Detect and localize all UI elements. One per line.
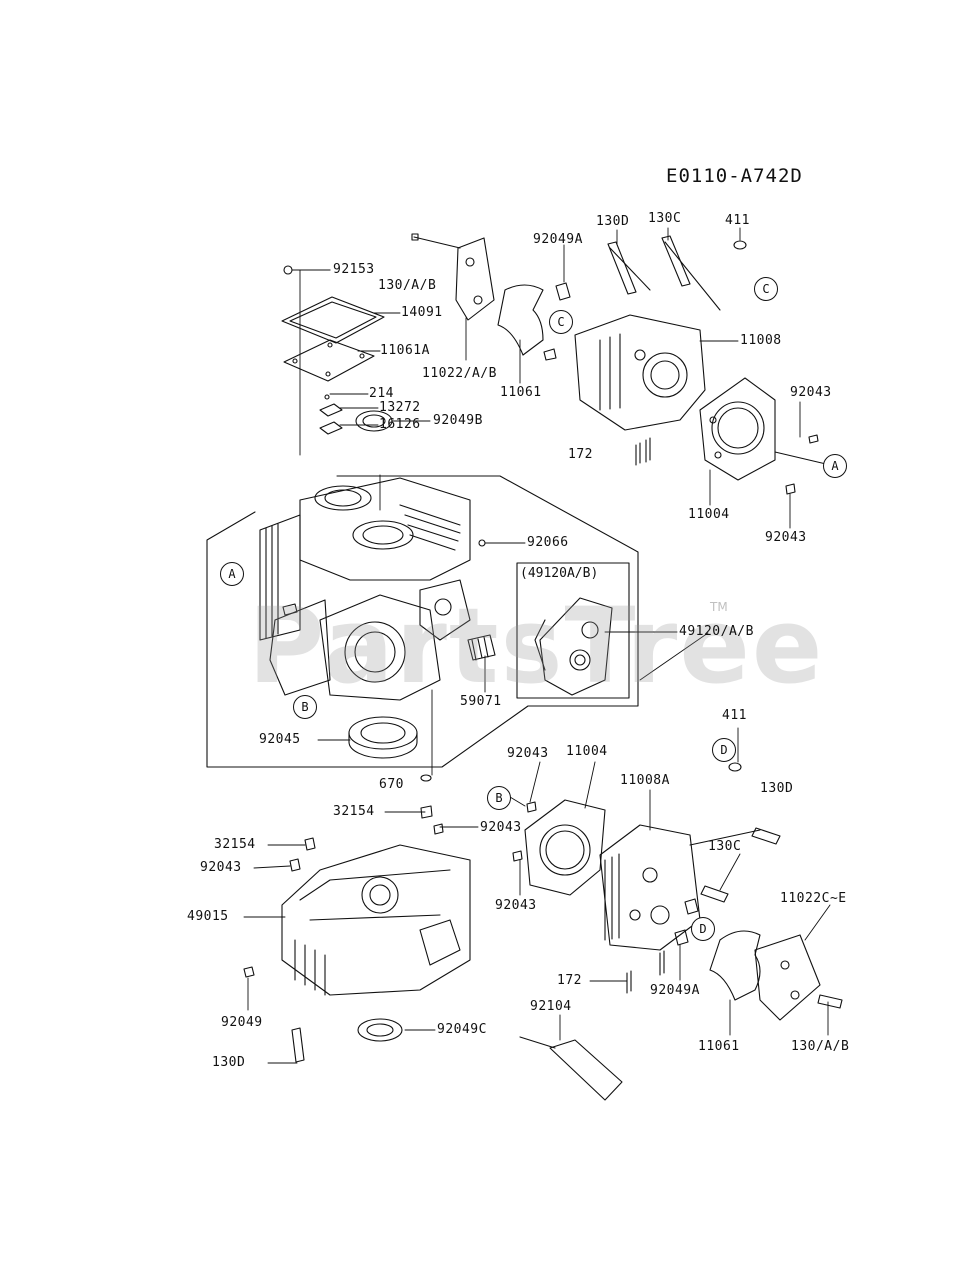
label-92049a-top: 92049A xyxy=(533,232,583,247)
label-411-mid: 411 xyxy=(722,708,747,723)
studs-172-bot xyxy=(626,950,665,994)
cylinder-head-11008a xyxy=(599,824,781,951)
label-172-bot: 172 xyxy=(557,973,582,988)
seal-92049c xyxy=(357,1018,403,1042)
watermark-tm: TM xyxy=(710,600,728,614)
label-32154-b: 32154 xyxy=(214,837,256,852)
label-11061-top: 11061 xyxy=(500,385,542,400)
label-49015: 49015 xyxy=(187,909,229,924)
label-49120ab: 49120/A/B xyxy=(679,624,754,639)
label-92104: 92104 xyxy=(530,999,572,1014)
label-13272: 13272 xyxy=(379,400,421,415)
gasket-14091 xyxy=(281,296,385,344)
label-92043-b: 92043 xyxy=(480,820,522,835)
crankcase-group-outline xyxy=(206,475,639,768)
label-130d-bot: 130D xyxy=(212,1055,246,1070)
label-92043-mid: 92043 xyxy=(507,746,549,761)
cover-11022ab xyxy=(411,233,495,321)
label-670: 670 xyxy=(379,777,404,792)
label-92066: 92066 xyxy=(527,535,569,550)
label-59071: 59071 xyxy=(460,694,502,709)
label-11061-bot: 11061 xyxy=(698,1039,740,1054)
diagram-code: E0110-A742D xyxy=(666,165,803,187)
callout-b-left: B xyxy=(293,695,317,719)
label-11061a: 11061A xyxy=(380,343,430,358)
label-11022ab: 11022/A/B xyxy=(422,366,497,381)
watermark: PartsTree xyxy=(248,585,825,707)
gasket-11061-bot xyxy=(709,930,761,1001)
washer-411-mid xyxy=(728,762,742,772)
sealant-92104 xyxy=(519,1036,623,1101)
callout-c-mid: C xyxy=(549,310,573,334)
dowels-92043-top xyxy=(785,434,819,495)
cover-11022ce xyxy=(754,934,843,1021)
callout-b-mid: B xyxy=(487,786,511,810)
callout-c-top: C xyxy=(754,277,778,301)
label-92045: 92045 xyxy=(259,732,301,747)
label-92049a-bot: 92049A xyxy=(650,983,700,998)
label-130c-top: 130C xyxy=(648,211,682,226)
crankcase-49015 xyxy=(243,805,471,1063)
label-130d-top: 130D xyxy=(596,214,630,229)
callout-d-mid: D xyxy=(712,738,736,762)
label-92049c: 92049C xyxy=(437,1022,487,1037)
label-16126: 16126 xyxy=(379,417,421,432)
plugs-92049a-bot xyxy=(674,898,699,946)
label-130c-mid: 130C xyxy=(708,839,742,854)
dowels-92043-bot xyxy=(433,801,537,862)
label-130ab-bot: 130/A/B xyxy=(791,1039,850,1054)
label-11022ce: 11022C~E xyxy=(780,891,847,906)
label-130d-mid: 130D xyxy=(760,781,794,796)
callout-a-left: A xyxy=(220,562,244,586)
label-130ab-top: 130/A/B xyxy=(378,278,437,293)
label-92043-c: 92043 xyxy=(200,860,242,875)
head-gasket-11004-bot xyxy=(524,799,606,896)
washer-411-top xyxy=(733,240,747,250)
label-92049: 92049 xyxy=(221,1015,263,1030)
inset-frame xyxy=(516,562,630,699)
label-92043-r1: 92043 xyxy=(790,385,832,400)
label-92043-d: 92043 xyxy=(495,898,537,913)
cylinder-head-11008 xyxy=(543,235,721,431)
studs-172-top xyxy=(635,437,651,466)
gasket-11061-top xyxy=(497,284,544,356)
label-14091: 14091 xyxy=(401,305,443,320)
bearing-92045 xyxy=(348,716,418,759)
label-11008: 11008 xyxy=(740,333,782,348)
label-214: 214 xyxy=(369,386,394,401)
label-11004-mid: 11004 xyxy=(566,744,608,759)
cover-11061a xyxy=(283,339,375,382)
inset-title: (49120A/B) xyxy=(520,566,599,581)
part-670 xyxy=(420,774,432,782)
label-11004-top: 11004 xyxy=(688,507,730,522)
crankcase-body xyxy=(259,477,496,701)
label-11008a: 11008A xyxy=(620,773,670,788)
label-32154-a: 32154 xyxy=(333,804,375,819)
head-gasket-11004-top xyxy=(699,377,776,481)
label-92043-r2: 92043 xyxy=(765,530,807,545)
label-92049b: 92049B xyxy=(433,413,483,428)
callout-d-bot: D xyxy=(691,917,715,941)
label-411-top: 411 xyxy=(725,213,750,228)
small-parts-214-16126 xyxy=(319,394,343,435)
inset-part-49120 xyxy=(534,597,613,696)
callout-a-right: A xyxy=(823,454,847,478)
label-172-top: 172 xyxy=(568,447,593,462)
label-92153: 92153 xyxy=(333,262,375,277)
